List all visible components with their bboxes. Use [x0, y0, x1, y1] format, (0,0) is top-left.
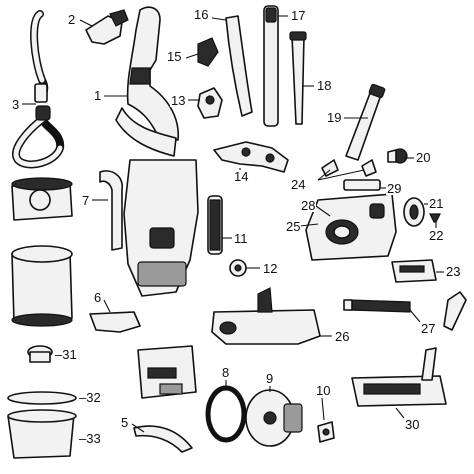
callout-11: 11 [233, 231, 249, 246]
callout-10: 10 [315, 383, 332, 398]
part-12-bearing [229, 259, 247, 277]
part-30-base-plate [351, 347, 447, 407]
callout-22: 22 [428, 228, 445, 243]
part-18-extension [289, 31, 307, 125]
part-belt-strap [443, 291, 467, 331]
part-22-screw [429, 213, 441, 223]
callout-8: 8 [221, 365, 231, 380]
callout-27: 27 [420, 321, 437, 336]
part-31-valve [27, 345, 53, 363]
part-20-knob [387, 148, 408, 164]
part-14-bracket [213, 141, 289, 173]
part-29-plate [343, 179, 381, 191]
part-27-brushroll [343, 299, 411, 313]
part-23-cover [391, 259, 437, 283]
part-8-ring [205, 385, 247, 443]
part-3-hose [12, 10, 65, 169]
callout-1: 1 [93, 88, 103, 103]
part-motor-housing [137, 345, 197, 399]
callout-32: –32 [78, 390, 102, 405]
part-17-wand [263, 5, 279, 127]
callout-16: 16 [193, 7, 210, 22]
callout-14: 14 [233, 169, 250, 184]
part-1-handle-body [115, 6, 180, 157]
part-19-wand [345, 83, 386, 161]
part-dust-cup-top [11, 177, 73, 221]
part-7-duct [99, 170, 123, 251]
callout-9: 9 [265, 371, 275, 386]
callout-3: 3 [11, 97, 21, 112]
callout-6: 6 [93, 290, 103, 305]
callout-28: 28 [300, 198, 317, 213]
part-15-clip [197, 37, 219, 67]
part-main-body [123, 159, 199, 297]
part-2-crevice-tool [85, 9, 129, 45]
part-5-bumper [133, 425, 193, 453]
callout-2: 2 [67, 12, 77, 27]
callout-5: 5 [120, 415, 130, 430]
part-26-nozzle [211, 287, 321, 345]
part-33-filter-cup [7, 409, 77, 459]
callout-31: –31 [54, 347, 78, 362]
callout-13: 13 [170, 93, 187, 108]
part-25-base-housing [305, 193, 397, 261]
callout-20: 20 [415, 150, 432, 165]
part-21-wheel [403, 197, 425, 227]
callout-18: 18 [316, 78, 333, 93]
callout-30: 30 [404, 417, 421, 432]
part-24-clips [321, 159, 377, 177]
callout-17: 17 [290, 8, 307, 23]
leader-lines [22, 15, 444, 433]
part-13-clip [197, 87, 223, 119]
part-9-motor [245, 389, 303, 447]
part-6-door [89, 311, 141, 333]
callout-21: 21 [428, 196, 445, 211]
callout-19: 19 [326, 110, 343, 125]
callout-29: 29 [386, 181, 403, 196]
callout-23: 23 [445, 264, 462, 279]
callout-12: 12 [262, 261, 279, 276]
part-16-tube [225, 15, 253, 117]
part-32-gasket [7, 391, 77, 405]
callout-33: –33 [78, 431, 102, 446]
callout-26: 26 [334, 329, 351, 344]
part-10-switch [317, 421, 335, 443]
callout-15: 15 [166, 49, 183, 64]
part-dust-cup [11, 245, 73, 327]
callout-7: 7 [81, 193, 91, 208]
callout-25: 25 [285, 219, 302, 234]
part-11-filter [207, 195, 223, 255]
callout-24: 24 [290, 177, 307, 192]
